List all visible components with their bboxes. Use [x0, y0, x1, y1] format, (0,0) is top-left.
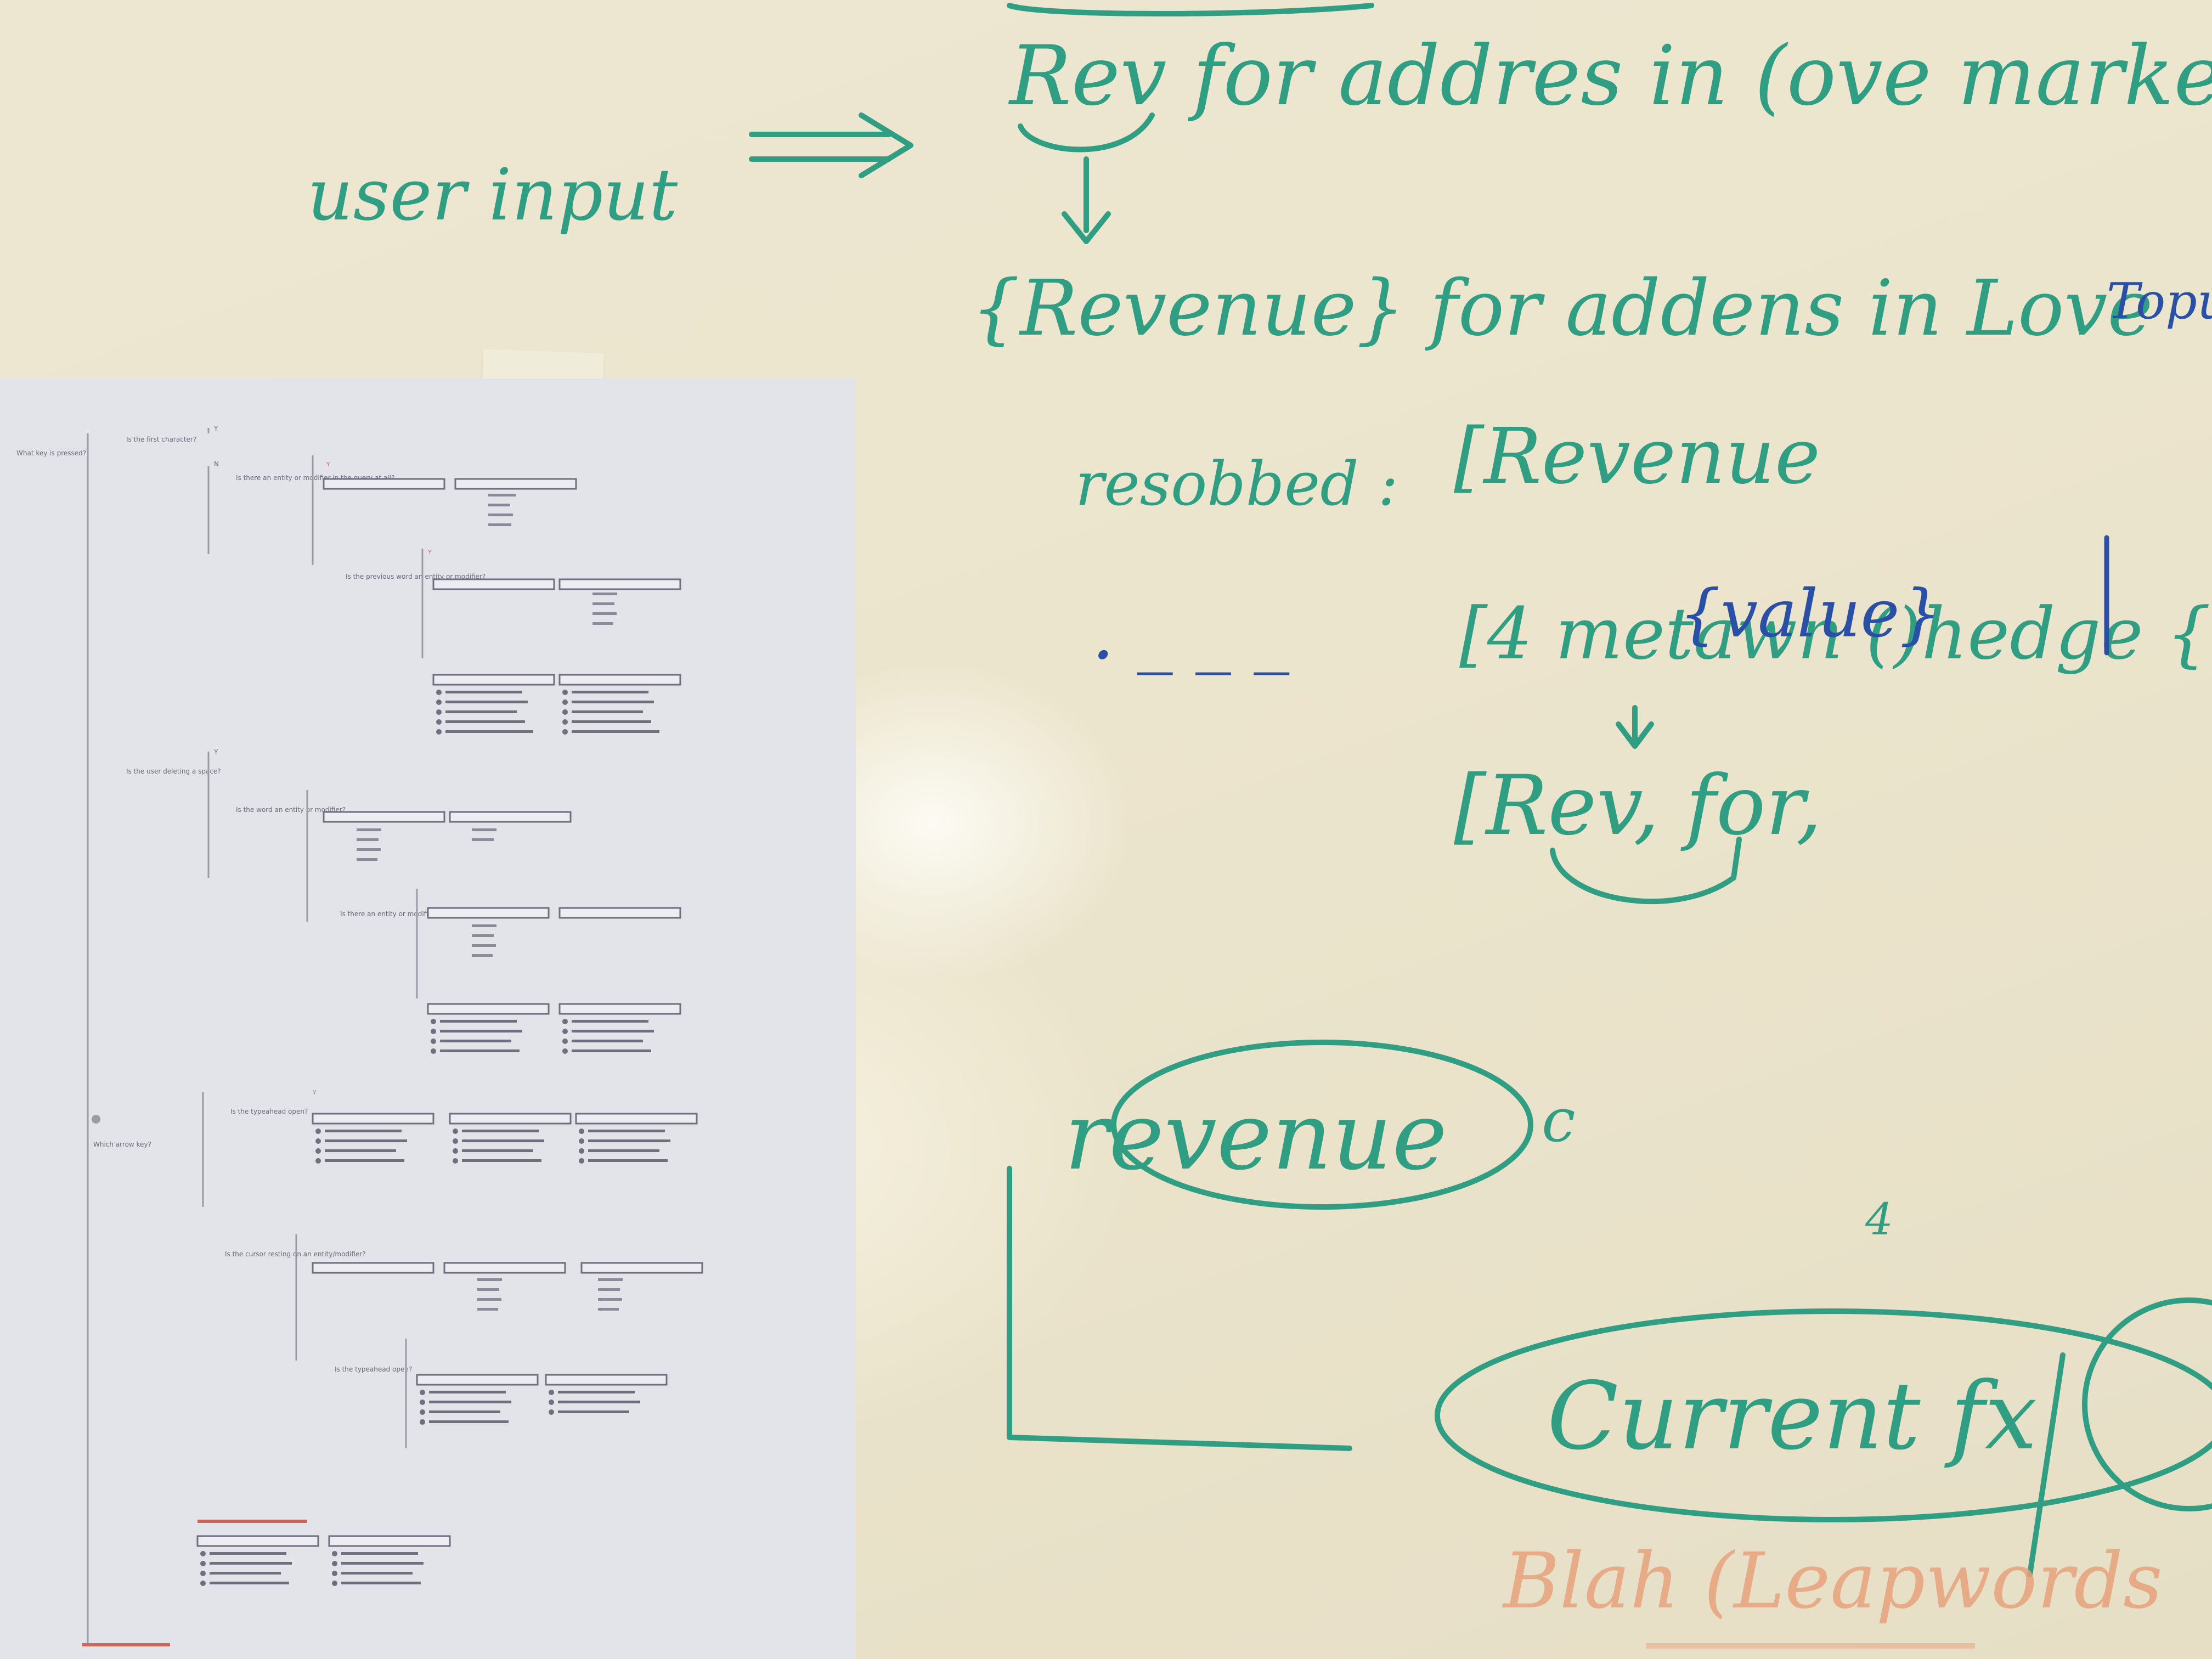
paper-search-box — [558, 674, 681, 686]
paper-search-box — [416, 1374, 539, 1386]
paper-search-box — [449, 811, 572, 823]
user-input-label: user input — [307, 153, 678, 236]
paper-search-box — [328, 1535, 451, 1547]
paper-answer: Y — [312, 1089, 317, 1096]
rev-brace — [1550, 837, 1742, 905]
whiteboard-line2: {Revenue} for addens in Love — [971, 264, 2153, 353]
double-arrow — [749, 112, 913, 178]
current-circled: Current fx — [1547, 1362, 2037, 1471]
paper-search-box — [580, 1262, 703, 1274]
paper-section-3: Is the previous word an entity or modifi… — [346, 549, 681, 658]
paper-section-7: Is the typeahead open? Y — [202, 1089, 698, 1207]
paper-sheet — [0, 379, 856, 1659]
paper-search-box — [558, 1003, 681, 1015]
paper-search-box — [323, 478, 445, 490]
paper-question-1: Is the first character? — [126, 436, 196, 443]
revenue-circled: revenue — [1064, 1082, 1447, 1191]
paper-option-list — [432, 674, 681, 735]
paper-bottom-block — [82, 1520, 451, 1646]
flowchart-paper: What key is pressed? Which arrow key? Is… — [0, 379, 856, 1659]
rev-list: [Rev, for, — [1454, 758, 1822, 854]
blue-overwrite: {value} — [1679, 576, 1942, 652]
paper-dropdown-lines — [592, 592, 617, 625]
paper-search-box — [312, 1262, 435, 1274]
paper-search-box — [427, 907, 550, 919]
paper-search-box — [454, 478, 577, 490]
paper-answer: Y — [427, 549, 432, 556]
paper-search-box — [443, 1262, 566, 1274]
paper-search-box — [432, 674, 555, 686]
paper-node-dot — [92, 1115, 100, 1124]
paper-section-4: Is the user deleting a space? Y — [126, 748, 221, 878]
paper-answer: Y — [213, 425, 218, 432]
paper-left-label-2: Which arrow key? — [93, 1141, 151, 1148]
small-mark: 4 — [1865, 1194, 1893, 1245]
paper-search-box — [449, 1113, 572, 1125]
paper-search-box — [558, 907, 681, 919]
blah-line: Blah (Leapwords — [1502, 1537, 2163, 1626]
paper-section-8: Is the cursor resting on an entity/modif… — [225, 1234, 703, 1361]
l-bracket — [1007, 1166, 1352, 1451]
paper-question-9: Is the typeahead open? — [335, 1365, 412, 1373]
whiteboard-line1: Rev for addres in (ove market) — [1008, 29, 2212, 124]
fx-stroke — [2027, 1352, 2066, 1577]
bracket-line: [4 metawn ()hedge { — [1459, 592, 2211, 675]
paper-search-box — [432, 578, 555, 590]
paper-section-1: Is the first character? Y N — [126, 425, 219, 554]
paper-question-7: Is the typeahead open? — [230, 1108, 308, 1115]
paper-section-6: Is there an entity or modifier in the qu… — [340, 889, 681, 1054]
revenue-ellipse — [1111, 1040, 1533, 1210]
resolved-label: resobbed : — [1075, 449, 1398, 519]
paper-search-box — [558, 578, 681, 590]
revenue-bracket: [Revenue — [1454, 412, 1820, 501]
paper-search-box — [312, 1113, 435, 1125]
small-down-arrow — [1616, 705, 1654, 749]
paper-question-4: Is the user deleting a space? — [126, 768, 221, 775]
paper-answer: Y — [213, 748, 218, 756]
whiteboard-line2-blue: Topu — [2107, 273, 2212, 330]
paper-search-box — [545, 1374, 668, 1386]
dash-marks: . _ _ _ — [1092, 592, 1289, 675]
top-cut-ink — [1007, 3, 1374, 16]
revenue-suffix: c — [1542, 1085, 1576, 1155]
paper-dropdown-lines — [488, 494, 516, 526]
down-arrow — [1018, 112, 1155, 244]
current-ellipse — [1435, 1308, 2212, 1522]
paper-section-2: Is there an entity or modifier in the qu… — [236, 455, 577, 565]
fx-circle — [2082, 1297, 2212, 1511]
paper-answer: Y — [326, 461, 330, 468]
paper-search-box — [427, 1003, 550, 1015]
paper-section-9: Is the typeahead open? — [335, 1339, 668, 1448]
paper-answer: N — [214, 460, 219, 468]
paper-question-5: Is the word an entity or modifier? — [236, 806, 346, 814]
paper-question-8: Is the cursor resting on an entity/modif… — [225, 1250, 366, 1258]
paper-search-box — [323, 811, 445, 823]
paper-search-box — [575, 1113, 698, 1125]
paper-search-box — [196, 1535, 319, 1547]
paper-section-5: Is the word an entity or modifier? — [236, 790, 572, 922]
paper-left-label-1: What key is pressed? — [16, 449, 86, 457]
